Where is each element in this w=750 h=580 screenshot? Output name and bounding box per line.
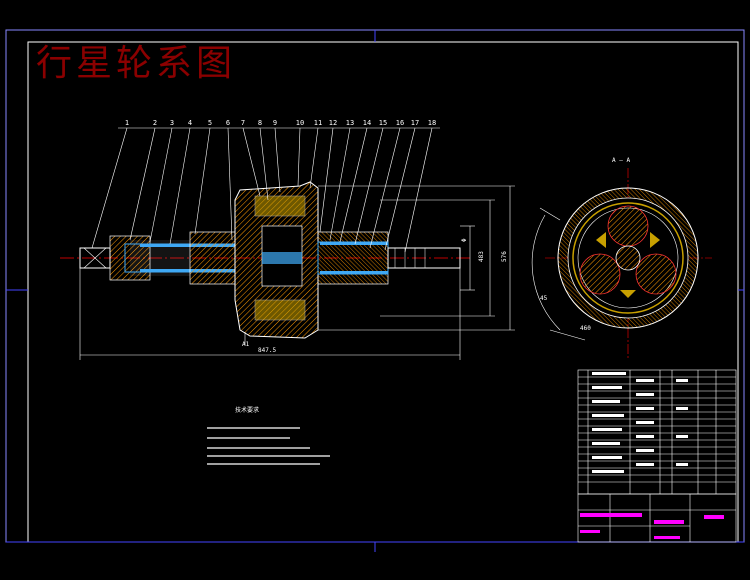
balloon-12: 12 xyxy=(329,119,337,127)
balloon-6: 6 xyxy=(226,119,230,127)
leader-lines xyxy=(91,127,440,253)
balloon-7: 7 xyxy=(241,119,245,127)
balloon-1: 1 xyxy=(125,119,129,127)
planet-gear-left xyxy=(579,253,621,295)
sun-gear xyxy=(615,245,641,271)
balloon-2: 2 xyxy=(153,119,157,127)
title-block xyxy=(577,493,737,543)
svg-text:460: 460 xyxy=(580,325,591,332)
parts-table xyxy=(577,369,737,495)
planet-gear-top xyxy=(607,205,649,247)
svg-text:45: 45 xyxy=(540,295,548,302)
section-view: A — A 45 460 xyxy=(531,157,712,360)
balloon-14: 14 xyxy=(363,119,371,127)
output-spline xyxy=(387,247,461,269)
dim-483: 483 xyxy=(478,251,485,262)
balloon-4: 4 xyxy=(188,119,192,127)
dim-phi: Φ xyxy=(461,238,468,242)
technical-notes: 技术要求 xyxy=(207,406,330,465)
marker-a1: A1 xyxy=(242,341,250,348)
balloon-9: 9 xyxy=(273,119,277,127)
balloon-18: 18 xyxy=(428,119,436,127)
balloon-15: 15 xyxy=(379,119,387,127)
balloon-3: 3 xyxy=(170,119,174,127)
dim-total-length: 847.5 xyxy=(258,347,276,354)
balloon-16: 16 xyxy=(396,119,404,127)
drawing-title: 行星轮系图 xyxy=(36,43,237,84)
balloon-17: 17 xyxy=(411,119,419,127)
balloon-5: 5 xyxy=(208,119,212,127)
svg-text:A — A: A — A xyxy=(612,157,630,164)
balloon-11: 11 xyxy=(314,119,322,127)
dim-576: 576 xyxy=(501,251,508,262)
balloon-13: 13 xyxy=(346,119,354,127)
svg-text:技术要求: 技术要求 xyxy=(235,406,259,414)
planet-gear-right xyxy=(635,253,677,295)
balloon-10: 10 xyxy=(296,119,304,127)
balloon-8: 8 xyxy=(258,119,262,127)
